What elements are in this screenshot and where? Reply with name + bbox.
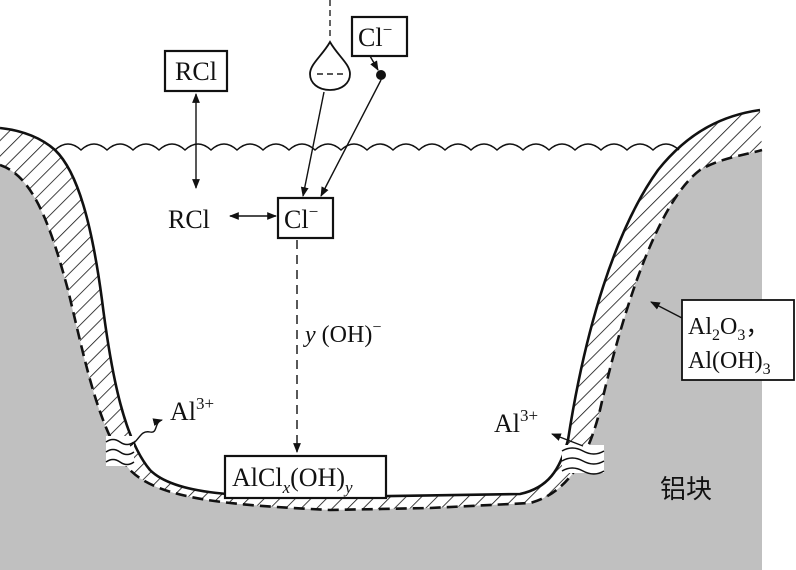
al-left-label: Al3+ <box>170 394 214 426</box>
oxide-label-box <box>681 299 795 381</box>
cl-to-particle-arrow <box>369 55 379 71</box>
right-film-defect <box>561 445 605 475</box>
cl-mid-box <box>276 196 335 240</box>
rcl-free-label: RCl <box>168 205 210 234</box>
product-box <box>223 454 388 500</box>
oxide-callout-line <box>650 301 683 319</box>
cl-mid-label: Cl− <box>284 202 318 234</box>
chloride-particle-icon <box>376 70 386 80</box>
aluminum-substrate <box>0 150 762 570</box>
oxide-film <box>0 110 762 510</box>
hydroxide-label: y (OH)− <box>303 319 381 348</box>
droplet-to-cl-arrow <box>300 91 325 197</box>
water-surface <box>54 143 680 152</box>
al-right-release-arrow <box>551 433 584 447</box>
substrate-label: 铝块 <box>660 475 712 505</box>
oxide-label-line2: Al(OH)3 <box>688 348 771 378</box>
cl-top-box <box>350 15 409 58</box>
oxide-label-line1: Al2O3， <box>688 314 769 344</box>
film-metal-interface <box>0 148 763 512</box>
al-right-label: Al3+ <box>494 406 538 438</box>
al-left-release-arrow <box>129 418 163 447</box>
droplet-icon <box>309 40 351 91</box>
cl-top-label: Cl− <box>358 20 392 52</box>
particle-to-cl-arrow <box>320 79 382 197</box>
rcl-box-label: RCl <box>175 57 217 86</box>
product-label: AlClx(OH)y <box>232 463 353 497</box>
rcl-box <box>163 49 229 93</box>
left-film-defect <box>105 436 135 466</box>
